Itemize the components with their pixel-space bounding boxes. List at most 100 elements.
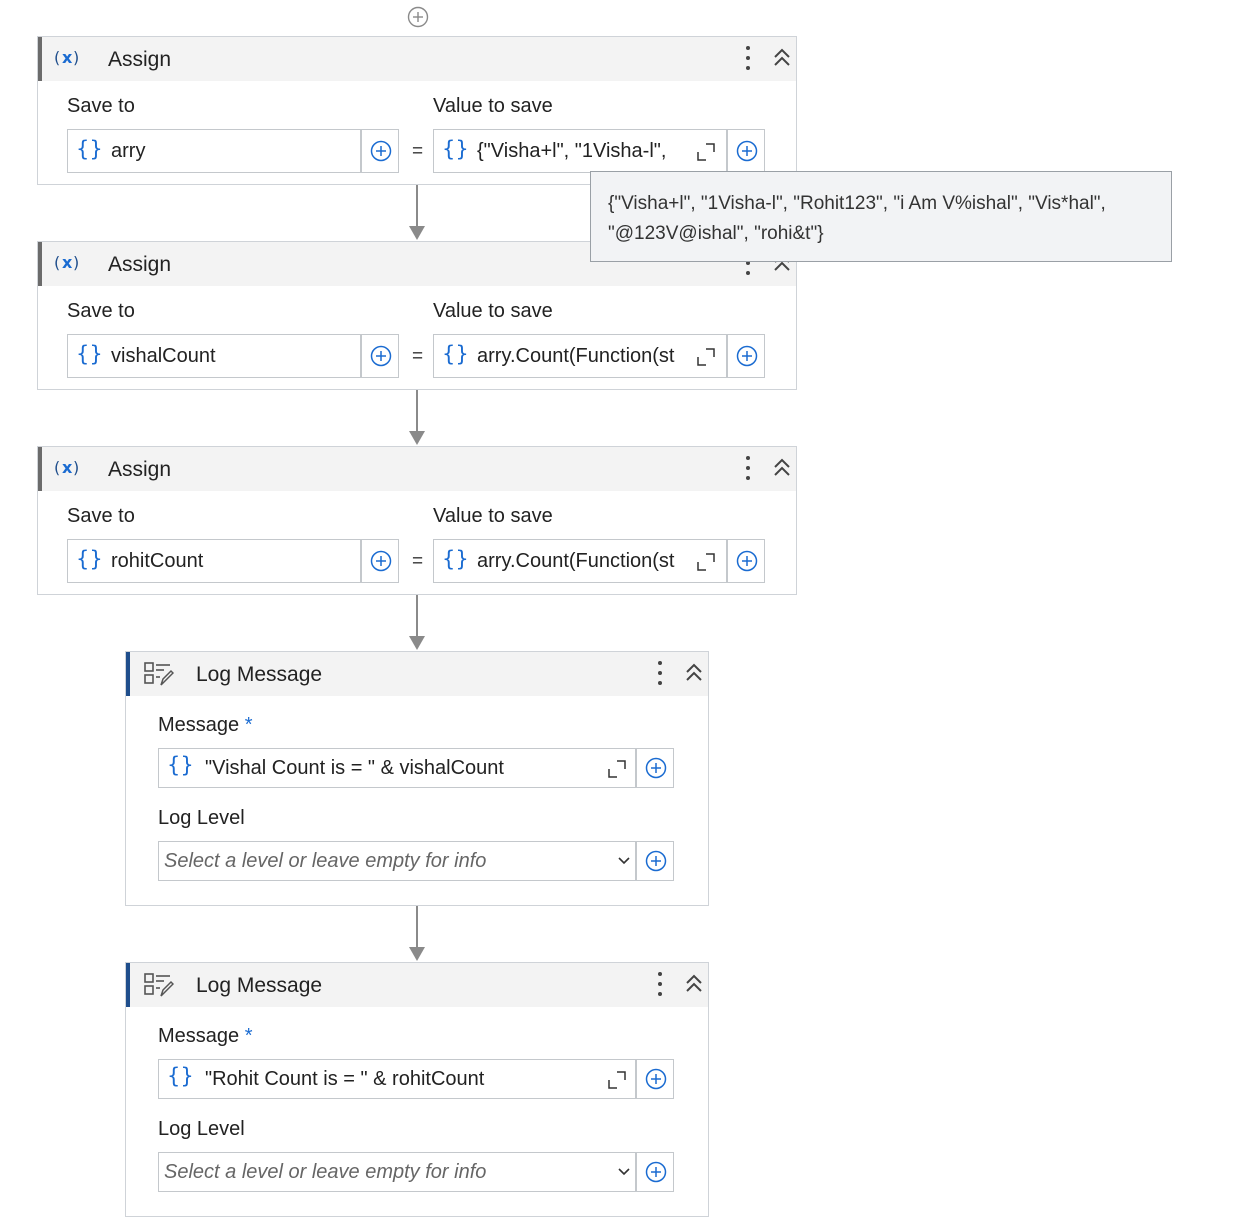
save-to-add-button[interactable] [361, 539, 399, 583]
connector-arrowhead [409, 431, 425, 445]
log-level-select[interactable]: Select a level or leave empty for info [158, 841, 636, 881]
plus-circle-icon [645, 757, 667, 779]
log-level-add-button[interactable] [636, 841, 674, 881]
save-to-value: vishalCount [111, 345, 216, 367]
collapse-icon[interactable] [770, 455, 794, 481]
value-to-save-value: {"Visha+l", "1Visha-l", [477, 140, 667, 162]
assign-activity-3[interactable]: (x) Assign Save to Value to save {} rohi… [37, 446, 797, 595]
expression-braces-icon: {} [442, 342, 469, 366]
plus-circle-icon [645, 1068, 667, 1090]
plus-circle-icon [407, 6, 429, 28]
collapse-icon[interactable] [682, 971, 706, 997]
assign-activity-2[interactable]: (x) Assign Save to Value to save {} vish… [37, 241, 797, 390]
svg-text:x: x [62, 48, 73, 67]
value-to-save-field[interactable]: {} arry.Count(Function(st [433, 334, 727, 378]
collapse-icon[interactable] [770, 45, 794, 71]
value-to-save-field[interactable]: {} {"Visha+l", "1Visha-l", [433, 129, 727, 173]
save-to-add-button[interactable] [361, 129, 399, 173]
variable-x-icon: (x) [54, 457, 84, 484]
plus-circle-icon [370, 345, 392, 367]
more-options-icon[interactable] [738, 43, 758, 73]
assign-activity-1[interactable]: (x) Assign Save to Value to save {} arry… [37, 36, 797, 185]
connector-line [416, 390, 418, 432]
log-level-select[interactable]: Select a level or leave empty for info [158, 1152, 636, 1192]
activity-title: Assign [108, 458, 172, 481]
connector-arrowhead [409, 636, 425, 650]
save-to-field[interactable]: {} rohitCount [67, 539, 361, 583]
svg-text:(: ( [54, 253, 60, 272]
value-tooltip: {"Visha+l", "1Visha-l", "Rohit123", "i A… [590, 171, 1172, 262]
expand-editor-icon[interactable] [696, 142, 716, 162]
activity-header[interactable]: Log Message [126, 963, 708, 1007]
value-to-save-label: Value to save [433, 300, 553, 322]
variable-x-icon: (x) [54, 252, 84, 279]
value-to-save-value: arry.Count(Function(st [477, 550, 675, 572]
message-field[interactable]: {} "Vishal Count is = " & vishalCount [158, 748, 636, 788]
expression-braces-icon: {} [167, 753, 194, 777]
message-field[interactable]: {} "Rohit Count is = " & rohitCount [158, 1059, 636, 1099]
expand-editor-icon[interactable] [696, 347, 716, 367]
value-to-save-label: Value to save [433, 95, 553, 117]
connector-arrowhead [409, 226, 425, 240]
tooltip-line-2: "@123V@ishal", "rohi&t"} [608, 223, 824, 244]
connector-line [416, 185, 418, 227]
message-value: "Rohit Count is = " & rohitCount [205, 1068, 485, 1090]
add-activity-button[interactable] [407, 6, 429, 28]
message-label: Message * [158, 1025, 253, 1047]
equals-sign: = [412, 346, 424, 367]
log-level-placeholder: Select a level or leave empty for info [164, 1161, 487, 1183]
message-add-button[interactable] [636, 748, 674, 788]
save-to-label: Save to [67, 300, 135, 322]
expand-editor-icon[interactable] [607, 759, 627, 779]
log-level-placeholder: Select a level or leave empty for info [164, 850, 487, 872]
expression-braces-icon: {} [167, 1064, 194, 1088]
activity-header[interactable]: (x) Assign [38, 447, 796, 491]
activity-title: Assign [108, 253, 172, 276]
more-options-icon[interactable] [650, 658, 670, 688]
log-message-activity-1[interactable]: Log Message Message * {} "Vishal Count i… [125, 651, 709, 906]
more-options-icon[interactable] [738, 453, 758, 483]
value-add-button[interactable] [727, 334, 765, 378]
save-to-label: Save to [67, 95, 135, 117]
save-to-field[interactable]: {} vishalCount [67, 334, 361, 378]
activity-title: Log Message [196, 663, 323, 686]
expression-braces-icon: {} [76, 137, 103, 161]
save-to-add-button[interactable] [361, 334, 399, 378]
tooltip-line-1: {"Visha+l", "1Visha-l", "Rohit123", "i A… [608, 193, 1106, 214]
message-add-button[interactable] [636, 1059, 674, 1099]
log-level-label: Log Level [158, 1118, 245, 1140]
log-level-label: Log Level [158, 807, 245, 829]
value-to-save-field[interactable]: {} arry.Count(Function(st [433, 539, 727, 583]
activity-header[interactable]: Log Message [126, 652, 708, 696]
svg-text:): ) [73, 48, 79, 67]
expand-editor-icon[interactable] [607, 1070, 627, 1090]
activity-header[interactable]: (x) Assign [38, 37, 796, 81]
log-message-activity-2[interactable]: Log Message Message * {} "Rohit Count is… [125, 962, 709, 1217]
value-add-button[interactable] [727, 539, 765, 583]
required-mark: * [244, 714, 253, 736]
value-add-button[interactable] [727, 129, 765, 173]
log-level-add-button[interactable] [636, 1152, 674, 1192]
svg-text:(: ( [54, 48, 60, 67]
svg-text:x: x [62, 253, 73, 272]
expand-editor-icon[interactable] [696, 552, 716, 572]
connector-line [416, 906, 418, 948]
required-mark: * [244, 1025, 253, 1047]
plus-circle-icon [370, 140, 392, 162]
value-to-save-value: arry.Count(Function(st [477, 345, 675, 367]
expression-braces-icon: {} [442, 547, 469, 571]
equals-sign: = [412, 141, 424, 162]
log-message-icon [144, 972, 175, 1003]
chevron-down-icon [618, 1168, 630, 1176]
save-to-field[interactable]: {} arry [67, 129, 361, 173]
expression-braces-icon: {} [76, 547, 103, 571]
message-value: "Vishal Count is = " & vishalCount [205, 757, 504, 779]
expression-braces-icon: {} [442, 137, 469, 161]
collapse-icon[interactable] [682, 660, 706, 686]
more-options-icon[interactable] [650, 969, 670, 999]
plus-circle-icon [645, 850, 667, 872]
plus-circle-icon [645, 1161, 667, 1183]
expression-braces-icon: {} [76, 342, 103, 366]
connector-line [416, 595, 418, 637]
connector-arrowhead [409, 947, 425, 961]
